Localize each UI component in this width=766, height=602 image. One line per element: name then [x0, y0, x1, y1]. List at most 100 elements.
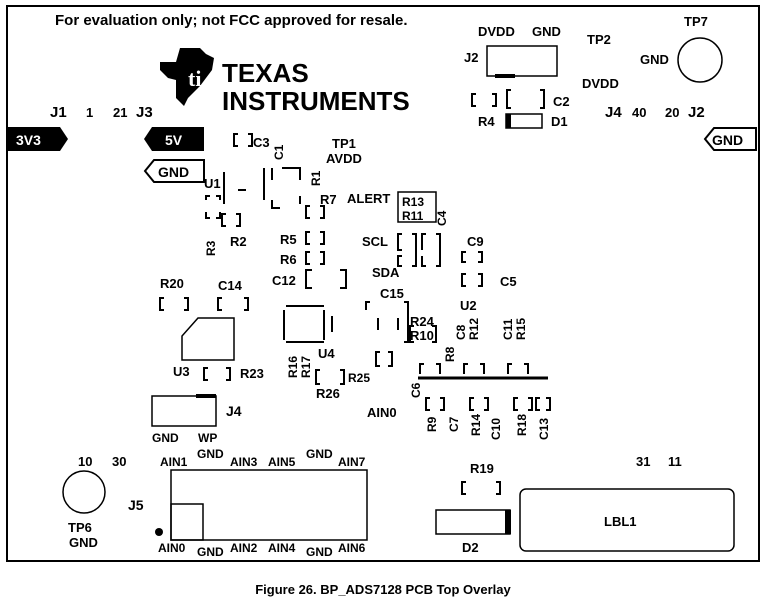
- label-c3: C3: [253, 135, 270, 150]
- svg-text:GND: GND: [712, 132, 743, 148]
- label-p20: 20: [665, 105, 679, 120]
- label-u4: U4: [318, 346, 335, 361]
- label-r6: R6: [280, 252, 297, 267]
- pin1-marker: [155, 528, 163, 536]
- label-alert: ALERT: [347, 191, 390, 206]
- svg-text:ti: ti: [188, 66, 201, 91]
- label-gnd-j4: GND: [152, 431, 179, 445]
- label-sda: SDA: [372, 265, 400, 280]
- label-r4: R4: [478, 114, 495, 129]
- label-r17: R17: [299, 356, 313, 378]
- label-c6: C6: [409, 382, 423, 398]
- label-j2: J2: [464, 50, 478, 65]
- label-r18: R18: [515, 414, 529, 436]
- label-j4-top: J4: [605, 104, 622, 121]
- label-c4: C4: [435, 210, 449, 226]
- label-p30: 30: [112, 454, 126, 469]
- label-r10: R10: [410, 328, 434, 343]
- label-j5: J5: [128, 497, 144, 513]
- label-c14: C14: [218, 278, 243, 293]
- label-tp1: TP1: [332, 136, 356, 151]
- label-ain1: AIN1: [160, 455, 188, 469]
- svg-text:3V3: 3V3: [16, 132, 41, 148]
- label-j2-right: J2: [688, 104, 705, 121]
- label-r14: R14: [469, 414, 483, 436]
- label-gnd-bot2: GND: [306, 545, 333, 559]
- label-ain5: AIN5: [268, 455, 296, 469]
- label-p21: 21: [113, 105, 127, 120]
- label-r11: R11: [402, 209, 424, 223]
- label-r12: R12: [467, 318, 481, 340]
- label-r23: R23: [240, 366, 264, 381]
- testpoint-tp6: [62, 470, 106, 514]
- label-r7: R7: [320, 192, 337, 207]
- logo-line2: INSTRUMENTS: [222, 86, 410, 116]
- figure-caption: Figure 26. BP_ADS7128 PCB Top Overlay: [255, 582, 511, 597]
- fcc-notice: For evaluation only; not FCC approved fo…: [55, 12, 408, 29]
- label-ain3: AIN3: [230, 455, 258, 469]
- label-ain2: AIN2: [230, 541, 258, 555]
- label-c5: C5: [500, 274, 517, 289]
- label-ain7: AIN7: [338, 455, 366, 469]
- label-r20: R20: [160, 276, 184, 291]
- label-r19: R19: [470, 461, 494, 476]
- label-p10: 10: [78, 454, 92, 469]
- label-gnd-top2: GND: [306, 447, 333, 461]
- label-avdd: AVDD: [326, 151, 362, 166]
- label-c2: C2: [553, 94, 570, 109]
- label-r8: R8: [443, 346, 457, 362]
- label-r16: R16: [286, 356, 300, 378]
- label-dvdd-tp2: DVDD: [582, 76, 619, 91]
- label-r15: R15: [514, 318, 528, 340]
- label-scl: SCL: [362, 234, 388, 249]
- tag-gnd-right: GND: [703, 127, 757, 151]
- board-outline: [6, 5, 760, 562]
- label-r5: R5: [280, 232, 297, 247]
- label-gnd-j2: GND: [532, 24, 561, 39]
- texas-state-icon: [160, 48, 214, 106]
- label-d2: D2: [462, 540, 479, 555]
- label-d1: D1: [551, 114, 568, 129]
- label-c15: C15: [380, 286, 404, 301]
- ti-logo: ti TEXAS INSTRUMENTS: [160, 48, 410, 116]
- label-j3: J3: [136, 104, 153, 121]
- connector-j2: [486, 45, 558, 77]
- label-r2: R2: [230, 234, 247, 249]
- label-gnd-bot1: GND: [197, 545, 224, 559]
- label-tp6: TP6: [68, 520, 92, 535]
- connector-j4: [151, 395, 217, 427]
- label-r3: R3: [204, 240, 218, 256]
- label-r25: R25: [348, 371, 370, 385]
- label-wp: WP: [198, 431, 217, 445]
- label-r13: R13: [402, 195, 424, 209]
- svg-text:GND: GND: [158, 164, 189, 180]
- testpoint-tp7: [677, 37, 723, 83]
- label-c12: C12: [272, 273, 296, 288]
- label-c1: C1: [272, 144, 286, 160]
- label-u2: U2: [460, 298, 477, 313]
- label-area-lbl1: [519, 488, 735, 552]
- label-c7: C7: [447, 416, 461, 432]
- label-r24: R24: [410, 314, 435, 329]
- connector-j5: [170, 469, 368, 541]
- label-p31: 31: [636, 454, 650, 469]
- label-c8: C8: [454, 324, 468, 340]
- label-r9: R9: [425, 416, 439, 432]
- label-r26: R26: [316, 386, 340, 401]
- label-c9: C9: [467, 234, 484, 249]
- label-c10: C10: [489, 418, 503, 440]
- label-dvdd-j2: DVDD: [478, 24, 515, 39]
- label-tp2: TP2: [587, 32, 611, 47]
- label-ain0-top: AIN0: [367, 405, 397, 420]
- label-gnd-tp6: GND: [69, 535, 98, 550]
- label-p40: 40: [632, 105, 646, 120]
- label-c11: C11: [501, 318, 515, 340]
- label-ain0: AIN0: [158, 541, 186, 555]
- label-u1: U1: [204, 176, 221, 191]
- label-lbl1: LBL1: [604, 514, 637, 529]
- logo-line1: TEXAS: [222, 58, 309, 88]
- label-gnd-top1: GND: [197, 447, 224, 461]
- svg-text:5V: 5V: [165, 132, 183, 148]
